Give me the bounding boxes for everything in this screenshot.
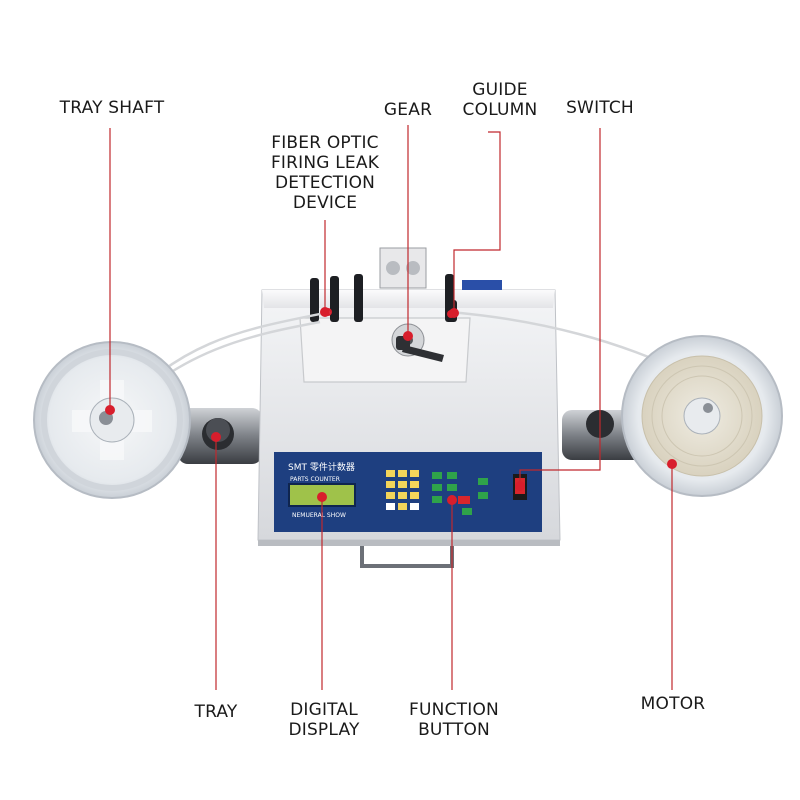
marker-dots [105,307,677,505]
function-key-red[interactable] [458,496,470,504]
label-text: DETECTION [274,173,376,193]
function-key[interactable] [432,484,442,491]
guide-columns-left [310,274,363,322]
label-text: FUNCTION [409,700,499,720]
control-panel: SMT 零件计数器 PARTS COUNTER NEMUERAL SHOW [274,452,542,532]
feeder-platform [299,247,502,383]
key[interactable] [410,492,419,499]
label-text: GEAR [383,100,433,120]
leader-lines [109,125,673,690]
function-key[interactable] [478,478,488,485]
function-key[interactable] [462,508,472,515]
left-reel [33,341,191,499]
label-text: TRAY SHAFT [59,98,165,118]
label-text: DEVICE [292,193,358,213]
carry-handle [360,546,454,568]
label-digital-display: DIGITAL DISPLAY [276,700,372,740]
key[interactable] [386,481,395,488]
label-text: DIGITAL [290,700,358,720]
leader-guide-column [453,131,501,312]
function-key[interactable] [432,496,442,503]
label-text: DISPLAY [288,720,360,740]
label-text: GUIDE [472,80,528,100]
panel-parts-counter: PARTS COUNTER [290,476,340,483]
label-text: TRAY [194,702,238,722]
keypad[interactable] [386,470,419,510]
label-text: FIBER OPTIC [271,133,379,153]
label-text: FIRING LEAK [270,153,380,173]
function-key[interactable] [447,472,457,479]
label-tray-shaft: TRAY SHAFT [52,98,172,118]
right-reel [621,335,783,497]
label-tray: TRAY [178,702,254,722]
label-motor: MOTOR [628,694,718,714]
key[interactable] [410,503,419,510]
label-fiber-optic: FIBER OPTIC FIRING LEAK DETECTION DEVICE [258,133,392,213]
key[interactable] [398,503,407,510]
label-text: COLUMN [462,100,538,120]
key[interactable] [410,470,419,477]
key[interactable] [386,492,395,499]
function-keys[interactable] [432,472,488,515]
panel-numeral-show: NEMUERAL SHOW [292,512,346,519]
key[interactable] [386,503,395,510]
key[interactable] [410,481,419,488]
label-text: SWITCH [566,98,634,118]
label-text: MOTOR [640,694,706,714]
function-key[interactable] [447,484,457,491]
label-function-button: FUNCTION BUTTON [398,700,510,740]
label-gear: GEAR [370,100,446,120]
key[interactable] [398,492,407,499]
label-guide-column: GUIDE COLUMN [452,80,548,120]
label-switch: SWITCH [558,98,642,118]
panel-brand: SMT 零件计数器 [288,461,355,473]
function-key[interactable] [478,492,488,499]
key[interactable] [398,481,407,488]
key[interactable] [386,470,395,477]
label-text: BUTTON [418,720,490,740]
leader-switch [519,128,601,484]
function-key[interactable] [432,472,442,479]
key[interactable] [398,470,407,477]
